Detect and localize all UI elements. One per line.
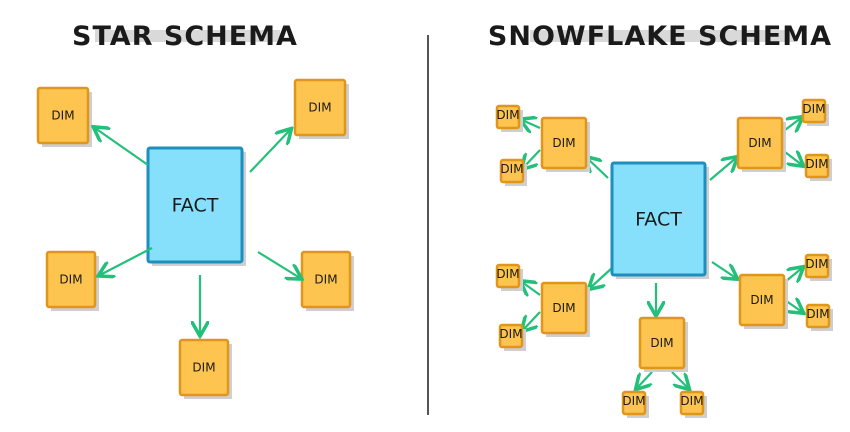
snowflake-dim-table-label: DIM [650, 336, 673, 350]
snowflake-arrow [709, 158, 736, 181]
snowflake-subdim-table: DIM [498, 323, 526, 351]
star-dim-table-box [178, 338, 230, 397]
snowflake-subdim-table: DIM [805, 303, 833, 331]
snowflake-dim-table-box [638, 316, 686, 370]
snowflake-dim-table-box [736, 116, 784, 170]
star-dim-table: DIM [300, 250, 354, 311]
snowflake-title-highlight [530, 30, 795, 42]
snowflake-dim-table-box [738, 273, 786, 327]
snowflake-subdim-table-box [499, 158, 525, 184]
snowflake-subdim-table-label: DIM [500, 162, 523, 176]
snowflake-arrow [587, 158, 609, 179]
star-arrow [100, 247, 153, 275]
snowflake-arrow [784, 152, 802, 165]
snowflake-dim-table-label: DIM [552, 301, 575, 315]
star-arrow [249, 130, 290, 173]
star-dim-table-label: DIM [51, 109, 74, 123]
snowflake-dim-table-label: DIM [748, 136, 771, 150]
snowflake-subdim-table: DIM [495, 263, 523, 291]
snowflake-subdim-table: DIM [801, 98, 829, 126]
snowflake-subdim-table-label: DIM [805, 157, 828, 171]
snowflake-dim-table-label: DIM [750, 293, 773, 307]
snowflake-arrow [522, 282, 541, 295]
snowflake-subdim-table-label: DIM [680, 394, 703, 408]
snowflake-dim-table: DIM [540, 116, 590, 172]
snowflake-subdim-table: DIM [499, 158, 527, 186]
star-dim-table: DIM [36, 86, 92, 147]
star-schema-title: STAR SCHEMA [72, 21, 298, 52]
snowflake-arrow [784, 118, 801, 130]
snowflake-dim-table: DIM [736, 116, 786, 172]
star-dim-table-box [36, 86, 90, 145]
snowflake-subdim-table: DIM [621, 390, 649, 418]
snowflake-fact-table-label: FACT [635, 209, 682, 231]
snowflake-fact-table: FACT [610, 161, 709, 279]
star-arrow [95, 128, 149, 166]
snowflake-subdim-table-box [495, 263, 521, 289]
snowflake-subdim-table-label: DIM [805, 257, 828, 271]
snowflake-subdim-table: DIM [804, 253, 832, 281]
snowflake-arrow [522, 120, 541, 128]
snowflake-subdim-table-box [804, 153, 830, 179]
star-dim-table-label: DIM [192, 361, 215, 375]
star-title-highlight [95, 30, 280, 42]
star-dim-table-box [45, 250, 97, 309]
snowflake-subdim-table-box [679, 390, 705, 416]
snowflake-subdim-table-box [801, 98, 827, 124]
star-dim-table: DIM [45, 250, 99, 311]
snowflake-fact-table-box [610, 161, 707, 277]
snowflake-subdim-table: DIM [679, 390, 707, 418]
snowflake-subdim-table-box [621, 390, 647, 416]
star-dim-table: DIM [178, 338, 232, 399]
star-dim-table-label: DIM [314, 273, 337, 287]
snowflake-subdim-table-label: DIM [499, 327, 522, 341]
star-fact-table: FACT [146, 146, 246, 266]
snowflake-arrow [590, 267, 613, 288]
snowflake-subdim-table-label: DIM [802, 102, 825, 116]
snowflake-subdim-table-label: DIM [496, 108, 519, 122]
snowflake-subdim-table-label: DIM [622, 394, 645, 408]
snowflake-subdim-table-label: DIM [496, 267, 519, 281]
snowflake-dim-table: DIM [540, 281, 590, 337]
star-arrow [257, 251, 300, 278]
snowflake-arrow [711, 261, 736, 278]
snowflake-subdim-table-box [804, 253, 830, 279]
star-dim-table-box [293, 78, 347, 137]
snowflake-subdim-table-box [495, 104, 521, 130]
star-fact-table-box [146, 146, 244, 264]
snowflake-arrow [523, 311, 541, 330]
snowflake-subdim-table-box [498, 323, 524, 349]
snowflake-dim-table-box [540, 281, 588, 335]
snowflake-dim-table: DIM [638, 316, 688, 372]
snowflake-subdim-table-label: DIM [806, 307, 829, 321]
snowflake-dim-table-label: DIM [552, 136, 575, 150]
snowflake-subdim-table: DIM [804, 153, 832, 181]
snowflake-subdim-table-box [805, 303, 831, 329]
snowflake-dim-table: DIM [738, 273, 788, 329]
snowflake-subdim-table: DIM [495, 104, 523, 132]
snowflake-arrow [671, 371, 688, 388]
star-dim-table: DIM [293, 78, 349, 139]
snowflake-schema-title: SNOWFLAKE SCHEMA [488, 21, 832, 52]
snowflake-arrow [637, 371, 653, 388]
star-dim-table-label: DIM [59, 273, 82, 287]
star-fact-table-label: FACT [172, 195, 219, 217]
snowflake-dim-table-box [540, 116, 588, 170]
star-dim-table-label: DIM [308, 101, 331, 115]
